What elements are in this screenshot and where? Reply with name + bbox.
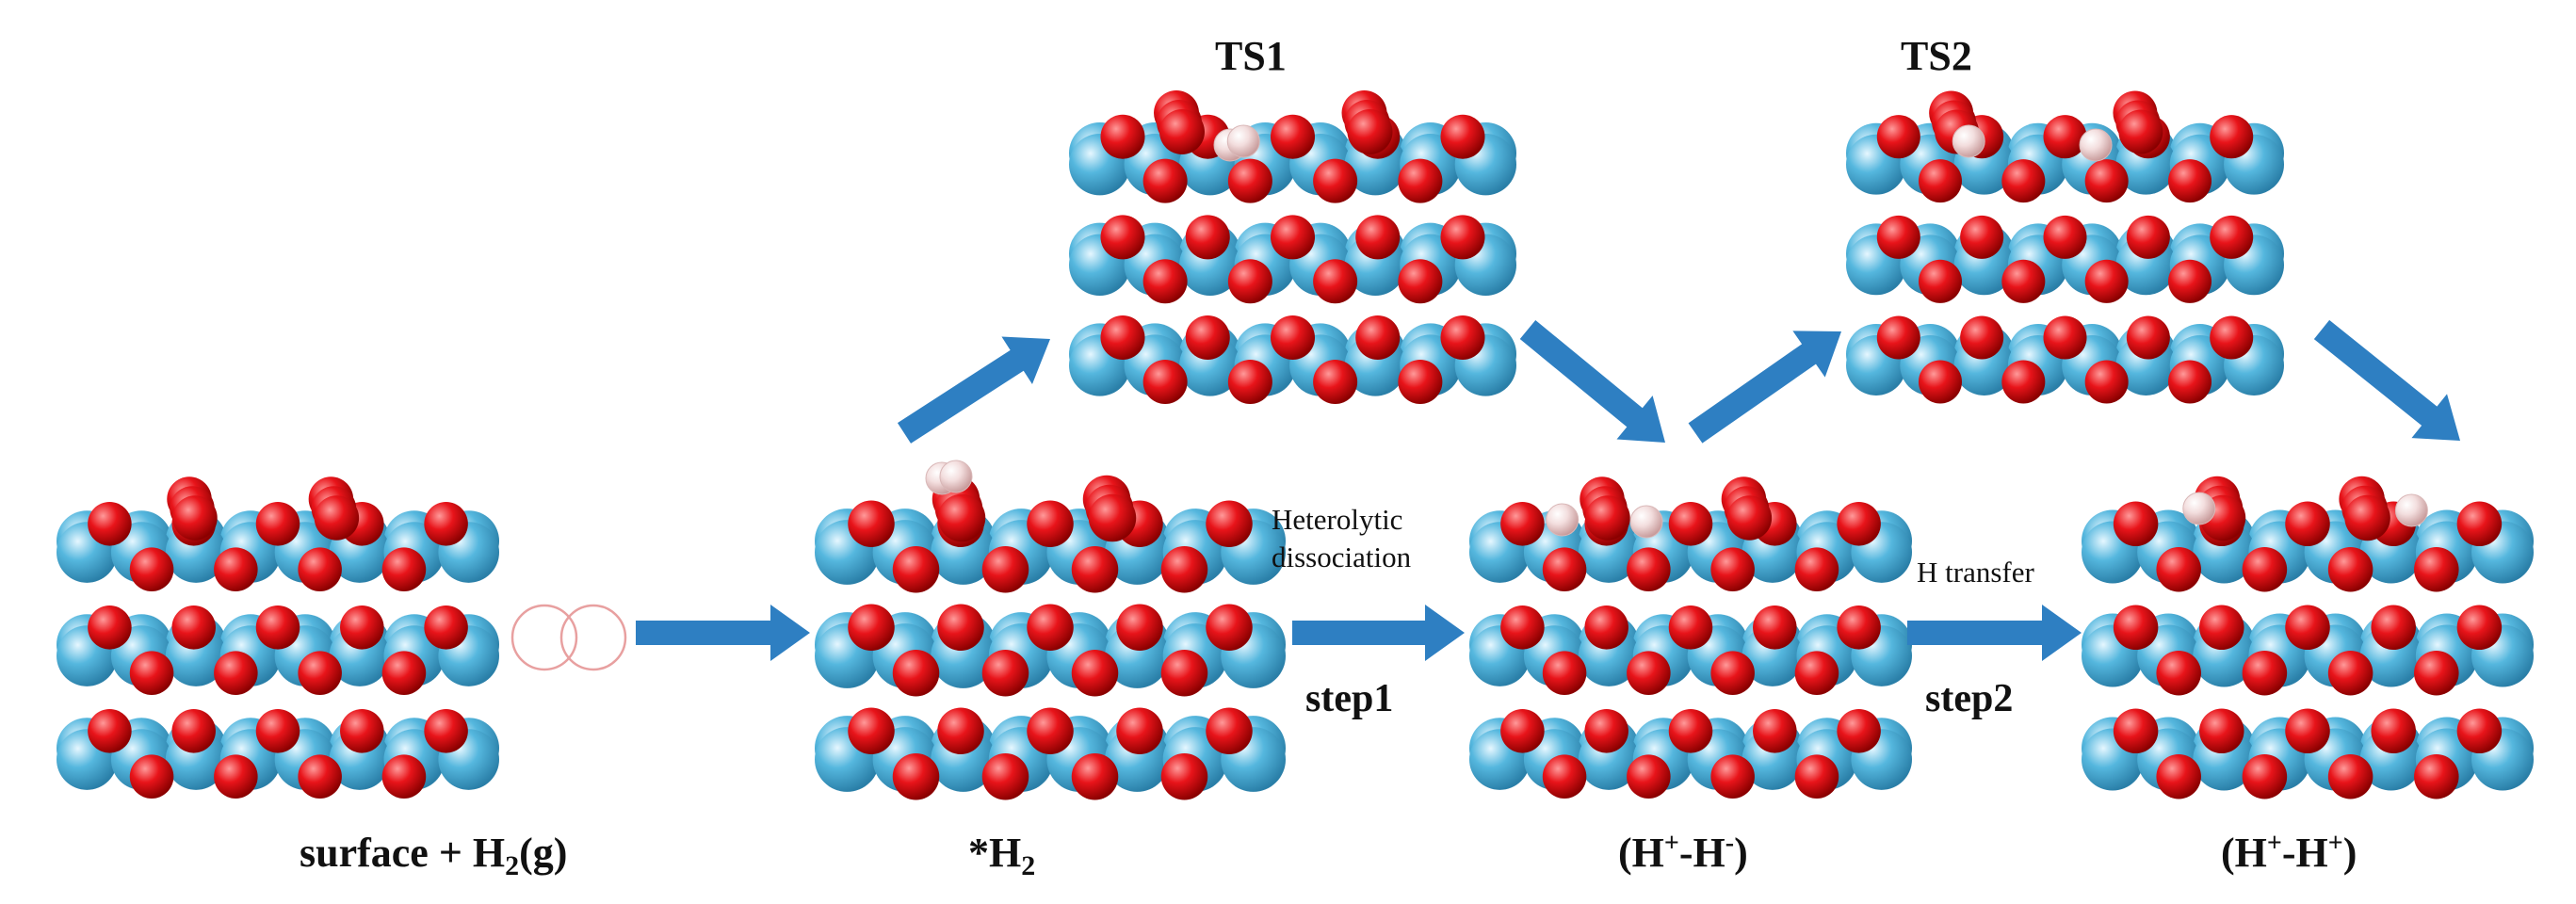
gas-h2-molecule [512, 605, 625, 670]
arrow-to-ts2 [1689, 331, 1841, 443]
arrow-adsorption [636, 605, 810, 661]
label-step1: step1 [1305, 676, 1393, 721]
structure-h-plus-h-minus [1469, 476, 1912, 799]
arrow-step2 [1907, 605, 2082, 661]
arrow-step1 [1292, 605, 1465, 661]
structure-h-plus-h-plus [2082, 476, 2534, 799]
label-h-plus-h-plus: (H+-H+) [2221, 829, 2357, 877]
label-ts1: TS1 [1215, 32, 1287, 80]
arrow-from-ts1 [1520, 320, 1665, 443]
structure-ts2 [1846, 91, 2284, 404]
structure-surface [57, 476, 499, 799]
label-h-transfer: H transfer [1917, 554, 2034, 591]
label-ts2: TS2 [1901, 32, 1972, 80]
label-step2: step2 [1925, 676, 2013, 721]
structure-ts1 [1069, 90, 1516, 404]
label-h-plus-h-minus: (H+-H-) [1618, 829, 1748, 877]
label-surface-h2g: surface + H2(g) [300, 829, 567, 882]
arrow-from-ts2 [2314, 320, 2460, 441]
structure-h2-adsorbed [815, 460, 1286, 799]
arrow-to-ts1 [898, 337, 1050, 444]
label-adsorbed-h2: *H2 [968, 829, 1035, 882]
